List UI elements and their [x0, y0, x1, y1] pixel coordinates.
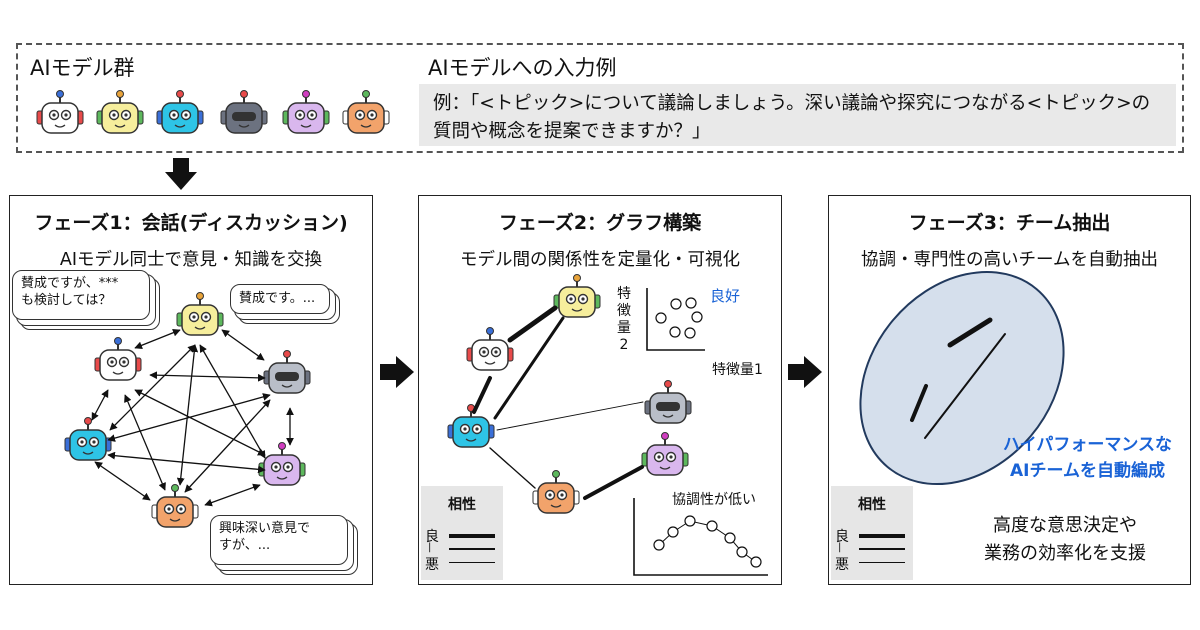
prompt-line-2: 質問や概念を提案できますか？」 [433, 121, 711, 142]
robot-icon [466, 327, 514, 371]
legend-line-strong [859, 534, 905, 538]
robot-icon [641, 432, 689, 476]
phase2-legend: 相性 良 | 悪 [421, 486, 503, 580]
legend-good: 良 [425, 529, 439, 545]
legend-line-mid [449, 548, 495, 550]
legend-line-strong [449, 534, 495, 538]
robot-icon [532, 470, 580, 514]
bubble-left: 賛成ですが、*** も検討しては？ [12, 270, 162, 334]
legend-title: 相性 [858, 497, 886, 513]
input-example-box: 例：「<トピック>について議論しましょう。深い議論や探究につながる<トピック>の… [419, 84, 1176, 146]
robot-icon [220, 90, 268, 134]
support-line1: 高度な意思決定や [993, 515, 1137, 536]
robot-icon [644, 380, 692, 424]
robot-icon [156, 90, 204, 134]
team-label-line2: AIチームを自動編成 [1010, 461, 1165, 481]
legend-line-weak [449, 562, 495, 563]
feature2-char: 量 [617, 320, 631, 336]
robot-icon [342, 90, 390, 134]
team-label: ハイパフォーマンスな AIチームを自動編成 [990, 432, 1185, 484]
legend-title: 相性 [448, 497, 476, 513]
prompt-line-1: 例：「<トピック>について議論しましょう。深い議論や探究につながる<トピック>の [433, 93, 1151, 114]
robot-icon [282, 90, 330, 134]
robot-icon [151, 484, 199, 528]
phase3-title: フェーズ3：チーム抽出 [908, 212, 1111, 234]
phase2-panel: フェーズ2：グラフ構築 モデル間の関係性を定量化・可視化 [418, 195, 782, 585]
low-collab-label: 協調性が低い [672, 492, 756, 508]
legend-bad: 悪 [835, 557, 849, 573]
phase3-panel: フェーズ3：チーム抽出 協調・専門性の高いチームを自動抽出 [828, 195, 1191, 585]
bubble-bottom: 興味深い意見で すが、... [210, 515, 360, 577]
phase1-subtitle: AIモデル同士で意見・知識を交換 [59, 250, 323, 270]
feature2-char: 2 [619, 337, 629, 353]
legend-line-weak [859, 562, 905, 563]
phase1-title: フェーズ1：会話(ディスカッション) [34, 212, 348, 234]
legend-good: 良 [835, 529, 849, 545]
down-arrow-icon [165, 158, 197, 190]
input-example-title: AIモデルへの入力例 [428, 56, 617, 80]
legend-dash: | [428, 542, 432, 553]
phase2-title: フェーズ2：グラフ構築 [498, 212, 702, 234]
robot-icon [553, 274, 601, 318]
bubble-right-text: 賛成です。... [239, 291, 316, 306]
phase1-panel: フェーズ1：会話(ディスカッション) AIモデル同士で意見・知識を交換 [9, 195, 373, 585]
robot-icon [447, 404, 495, 448]
model-group-title: AIモデル群 [30, 56, 135, 80]
good-label: 良好 [710, 287, 741, 305]
legend-line-mid [859, 548, 905, 550]
feature2-axis-label: 特 徴 量 2 [616, 286, 632, 354]
robot-icon [258, 442, 306, 486]
model-group-panel [16, 43, 1184, 153]
bubble-right: 賛成です。... [230, 284, 340, 324]
robot-icon [96, 90, 144, 134]
robot-icon [64, 417, 112, 461]
robot-icon [263, 350, 311, 394]
right-arrow-icon [788, 356, 822, 388]
legend-dash: | [838, 542, 842, 553]
bubble-bottom-line1: 興味深い意見で [219, 521, 311, 536]
bubble-bottom-line2: すが、... [219, 538, 271, 553]
feature2-char: 特 [617, 286, 631, 302]
phase3-legend: 相性 良 | 悪 [831, 486, 913, 580]
bubble-left-line1: 賛成ですが、*** [21, 276, 119, 291]
robot-icon [176, 292, 224, 336]
feature2-char: 徴 [617, 303, 631, 319]
feature1-axis-label: 特徴量1 [712, 362, 763, 378]
support-text: 高度な意思決定や 業務の効率化を支援 [955, 512, 1175, 568]
team-label-line1: ハイパフォーマンスな [1003, 435, 1172, 455]
right-arrow-icon [380, 356, 414, 388]
robot-icon [36, 90, 84, 134]
legend-bad: 悪 [425, 557, 439, 573]
bubble-left-line2: も検討しては？ [21, 293, 112, 308]
support-line2: 業務の効率化を支援 [984, 543, 1146, 564]
phase3-subtitle: 協調・専門性の高いチームを自動抽出 [861, 250, 1158, 270]
phase2-subtitle: モデル間の関係性を定量化・可視化 [460, 250, 740, 270]
